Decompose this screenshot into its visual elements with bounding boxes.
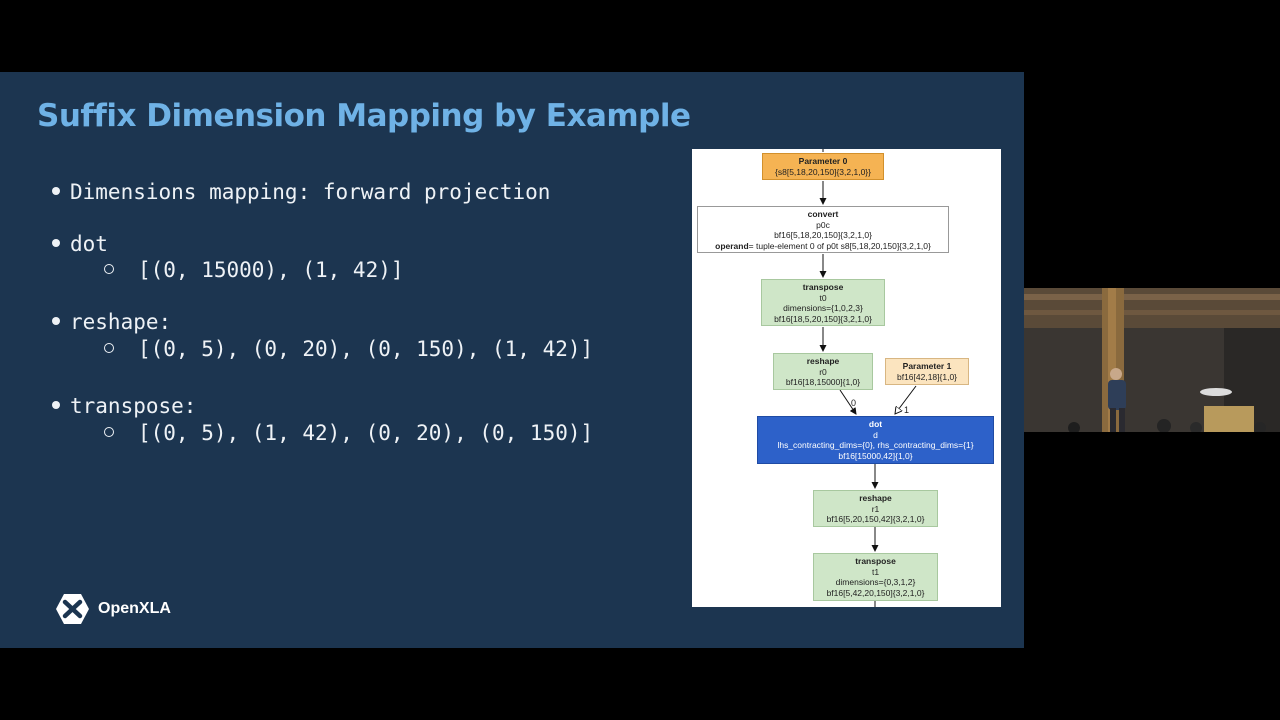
bullet-dot-icon	[52, 401, 60, 409]
node-transpose-t1[interactable]: transpose t1 dimensions={0,3,1,2} bf16[5…	[813, 553, 938, 601]
edge-label-right: 1	[904, 405, 910, 415]
logo-text: OpenXLA	[98, 600, 171, 617]
sub-bullet-ring-icon	[104, 264, 114, 274]
bullet-dot-icon	[52, 187, 60, 195]
sub-bullet-ring-icon	[104, 427, 114, 437]
node-reshape-r0[interactable]: reshape r0 bf16[18,15000]{1,0}	[773, 353, 873, 390]
node-transpose-t0[interactable]: transpose t0 dimensions={1,0,2,3} bf16[1…	[761, 279, 885, 326]
edge-label-left: 0	[851, 398, 857, 408]
bullet-dimensions-mapping: Dimensions mapping: forward projection	[52, 180, 550, 204]
hlo-graph: 0 1 Parameter 0 {s8[5,18,20,150]{3,2,1,0…	[692, 149, 1001, 607]
speaker-video	[1024, 288, 1280, 432]
sub-bullet-ring-icon	[104, 343, 114, 353]
slide-title: Suffix Dimension Mapping by Example	[37, 98, 691, 134]
node-reshape-r1[interactable]: reshape r1 bf16[5,20,150,42]{3,2,1,0}	[813, 490, 938, 527]
bullet-dot-icon	[52, 317, 60, 325]
openxla-logo: OpenXLA	[55, 593, 171, 625]
sub-bullet-reshape: [(0, 5), (0, 20), (0, 150), (1, 42)]	[104, 337, 593, 361]
openxla-logo-icon	[56, 594, 89, 624]
bullet-reshape: reshape:	[52, 310, 171, 334]
edge-reshape-dot	[839, 389, 857, 415]
node-parameter-0[interactable]: Parameter 0 {s8[5,18,20,150]{3,2,1,0}}	[762, 153, 884, 180]
bullet-transpose: transpose:	[52, 394, 196, 418]
node-parameter-1[interactable]: Parameter 1 bf16[42,18]{1,0}	[885, 358, 969, 385]
bullet-dot-icon	[52, 239, 60, 247]
speaker-video-scene	[1024, 288, 1280, 432]
sub-bullet-transpose: [(0, 5), (1, 42), (0, 20), (0, 150)]	[104, 421, 593, 445]
node-convert[interactable]: convert p0c bf16[5,18,20,150]{3,2,1,0} o…	[697, 206, 949, 253]
graph-edges	[819, 149, 917, 607]
node-dot[interactable]: dot d lhs_contracting_dims={0}, rhs_cont…	[757, 416, 994, 464]
edge-param1-dot	[895, 385, 917, 414]
sub-bullet-dot: [(0, 15000), (1, 42)]	[104, 258, 404, 282]
bullet-dot: dot	[52, 232, 108, 256]
